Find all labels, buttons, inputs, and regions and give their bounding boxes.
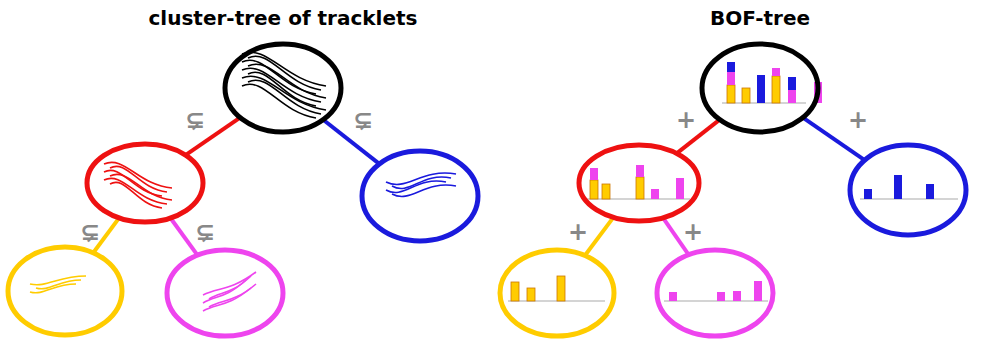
- histogram-bar: [733, 291, 741, 301]
- ellipse-shape: [500, 250, 614, 336]
- ellipse-outline: [5, 244, 125, 338]
- histogram-bar: [757, 75, 765, 103]
- edge-symbol: ⊊: [353, 108, 373, 132]
- histogram-bar: [557, 276, 565, 301]
- ellipse-shape: [579, 145, 699, 221]
- ellipse-outline: [164, 247, 286, 339]
- ellipse-outline: [497, 247, 617, 339]
- ellipse-outline: [654, 247, 776, 339]
- ellipse-outline: [847, 142, 969, 238]
- tracklet-curve: [242, 84, 316, 118]
- histogram-bar: [651, 189, 659, 199]
- ellipse-outline: [359, 148, 481, 244]
- tree-node-ellipse: [576, 142, 702, 224]
- histogram-bar: [864, 189, 872, 199]
- tracklet-curve: [30, 284, 76, 293]
- histogram-bar: [590, 180, 598, 199]
- histogram-bar: [636, 177, 644, 199]
- edge-symbol: +: [683, 220, 703, 244]
- histogram-bar: [527, 288, 535, 301]
- histogram-axis: [664, 300, 768, 301]
- tracklet-curve: [203, 280, 246, 303]
- histogram-bar: [788, 90, 796, 103]
- tree-node-ellipse: [847, 142, 969, 238]
- histogram-bar: [669, 292, 677, 301]
- tree-node-ellipse: [164, 247, 286, 339]
- tree-node-ellipse: cluster-tree of tracklets: [222, 41, 344, 135]
- tree-node-ellipse: [654, 247, 776, 339]
- tree-heading: BOF-tree: [710, 7, 810, 29]
- tree-heading: cluster-tree of tracklets: [148, 7, 417, 29]
- histogram-bar: [511, 282, 519, 301]
- tracklet-curve: [203, 288, 251, 311]
- ellipse-outline: [84, 141, 206, 225]
- tree-branch: [170, 218, 197, 255]
- tree-node-ellipse: BOF-tree: [699, 41, 821, 135]
- tracklet-curve: [242, 76, 326, 110]
- histogram-bar: [772, 76, 780, 103]
- edge-symbol: +: [676, 108, 696, 132]
- ellipse-shape: [8, 247, 122, 335]
- edge-symbol: ⊊: [195, 220, 215, 244]
- tree-node-ellipse: [497, 247, 617, 339]
- tracklet-curve: [209, 284, 256, 307]
- histogram-bar: [636, 165, 644, 177]
- ellipse-outline: [576, 142, 702, 224]
- histogram-bar: [602, 184, 610, 199]
- ellipse-shape: [87, 144, 203, 222]
- histogram-bar: [788, 77, 796, 90]
- histogram-bar: [590, 168, 598, 180]
- histogram-bar: [717, 292, 725, 301]
- tree-node-ellipse: [359, 148, 481, 244]
- tree-branch: [585, 217, 613, 255]
- ellipse-shape: [702, 44, 818, 132]
- histogram-axis: [860, 198, 958, 199]
- ellipse-shape: [167, 250, 283, 336]
- histogram-bar: [727, 72, 735, 85]
- ellipse-outline: [699, 41, 821, 135]
- tracklet-curve: [209, 276, 251, 299]
- edge-symbol: ⊊: [185, 108, 205, 132]
- histogram-bar: [926, 184, 934, 199]
- histogram-axis: [508, 300, 605, 301]
- histogram-bar: [772, 68, 780, 76]
- histogram-bar: [727, 62, 735, 72]
- ellipse-shape: [850, 145, 966, 235]
- histogram-bar: [754, 281, 762, 301]
- histogram-bar: [894, 175, 902, 199]
- tracklet-curve: [386, 173, 456, 184]
- tracklet-curve: [392, 185, 456, 196]
- ellipse-shape: [225, 44, 341, 132]
- tree-node-ellipse: [5, 244, 125, 338]
- tracklet-curve: [248, 80, 321, 114]
- tracklet-curve: [110, 174, 172, 200]
- histogram-bar: [727, 85, 735, 103]
- edge-symbol: +: [848, 108, 868, 132]
- edge-symbol: ⊊: [80, 220, 100, 244]
- tracklet-curve: [110, 182, 162, 208]
- tree-node-ellipse: [84, 141, 206, 225]
- ellipse-outline: [222, 41, 344, 135]
- ellipse-shape: [657, 250, 773, 336]
- ellipse-shape: [362, 151, 478, 241]
- edge-symbol: +: [568, 220, 588, 244]
- tracklet-curve: [386, 181, 446, 192]
- histogram-bar: [676, 178, 684, 199]
- histogram-bar: [742, 88, 750, 103]
